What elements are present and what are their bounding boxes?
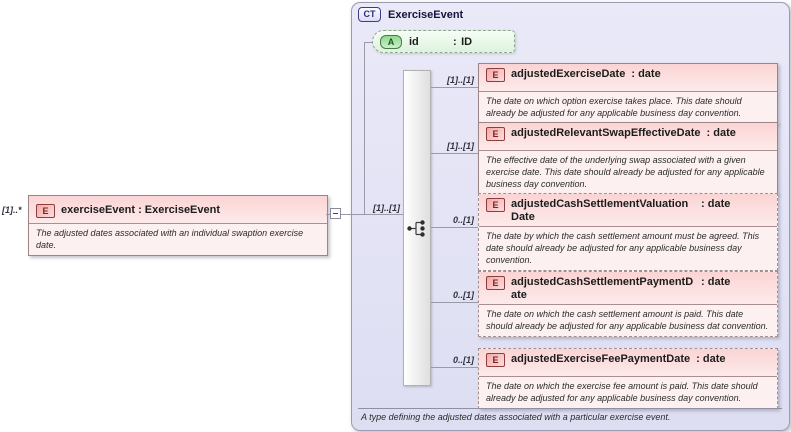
- attribute-type: ID: [461, 35, 473, 48]
- element-description: The date by which the cash settlement am…: [479, 226, 777, 270]
- element-icon: E: [486, 353, 505, 367]
- element-name: adjustedCashSettlementPaymentDate: [511, 276, 694, 301]
- element-description: The date on which the exercise fee amoun…: [479, 376, 777, 408]
- sequence-cardinality: [1]..[1]: [373, 203, 400, 213]
- element-box-exercise-event[interactable]: E exerciseEvent : ExerciseEvent The adju…: [28, 195, 328, 256]
- element-cardinality: [1]..[1]: [447, 75, 474, 85]
- type-separator: :: [138, 204, 142, 216]
- connector-line: [326, 214, 330, 215]
- element-name: adjustedExerciseFeePaymentDate: [511, 353, 691, 365]
- element-description: The date on which option exercise takes …: [479, 91, 777, 123]
- element-type: : date: [701, 198, 731, 210]
- element-cardinality: 0..[1]: [452, 290, 474, 300]
- attribute-icon: A: [380, 34, 402, 49]
- connector-line: [364, 42, 373, 43]
- collapse-toggle[interactable]: [330, 208, 341, 219]
- element-name: adjustedExerciseDate: [511, 68, 626, 80]
- attribute-name: id: [409, 35, 419, 48]
- connector-line: [364, 42, 365, 214]
- element-name: exerciseEvent : ExerciseEvent: [61, 204, 221, 216]
- element-icon: E: [486, 127, 505, 141]
- footer-divider: [358, 408, 782, 409]
- element-name: adjustedRelevantSwapEffectiveDate: [511, 127, 701, 139]
- element-type: : date: [706, 127, 736, 139]
- element-box-adjusted-exercise-date[interactable]: E adjustedExerciseDate : date The date o…: [478, 63, 778, 124]
- element-cardinality: 0..[1]: [452, 215, 474, 225]
- connector-line: [341, 214, 352, 215]
- connector-line: [431, 87, 478, 88]
- connector-line: [431, 153, 478, 154]
- element-icon: E: [486, 276, 505, 290]
- element-type: : date: [696, 353, 726, 365]
- element-box-adjusted-exercise-fee-payment-date[interactable]: E adjustedExerciseFeePaymentDate : date …: [478, 348, 778, 409]
- connector-line: [352, 214, 403, 215]
- element-box-adjusted-cash-settlement-valuation-date[interactable]: E adjustedCashSettlementValuationDate : …: [478, 193, 778, 271]
- minus-icon: [333, 213, 338, 214]
- element-icon: E: [486, 68, 505, 82]
- type-separator: :: [453, 35, 457, 48]
- connector-line: [431, 367, 478, 368]
- element-name: adjustedCashSettlementValuationDate: [511, 198, 689, 223]
- element-type: : date: [701, 276, 731, 288]
- connector-line: [431, 302, 478, 303]
- element-description: The adjusted dates associated with an in…: [29, 223, 327, 255]
- element-icon: E: [36, 203, 55, 218]
- element-icon: E: [486, 198, 505, 212]
- complex-type-header: CT ExerciseEvent: [358, 7, 463, 22]
- element-type: : date: [631, 68, 661, 80]
- attribute-box-id[interactable]: A id : ID: [372, 30, 515, 53]
- source-cardinality: [1]..*: [2, 205, 22, 215]
- element-cardinality: 0..[1]: [452, 355, 474, 365]
- complex-type-icon: CT: [358, 7, 381, 22]
- connector-line: [431, 227, 478, 228]
- complex-type-annotation: A type defining the adjusted dates assoc…: [361, 412, 671, 422]
- element-description: The date on which the cash settlement am…: [479, 304, 777, 336]
- element-box-adjusted-cash-settlement-payment-date[interactable]: E adjustedCashSettlementPaymentDate : da…: [478, 271, 778, 337]
- element-cardinality: [1]..[1]: [447, 141, 474, 151]
- element-description: The effective date of the underlying swa…: [479, 150, 777, 194]
- complex-type-title: ExerciseEvent: [388, 8, 464, 21]
- element-box-adjusted-relevant-swap-effective-date[interactable]: E adjustedRelevantSwapEffectiveDate : da…: [478, 122, 778, 195]
- sequence-icon: [407, 220, 425, 237]
